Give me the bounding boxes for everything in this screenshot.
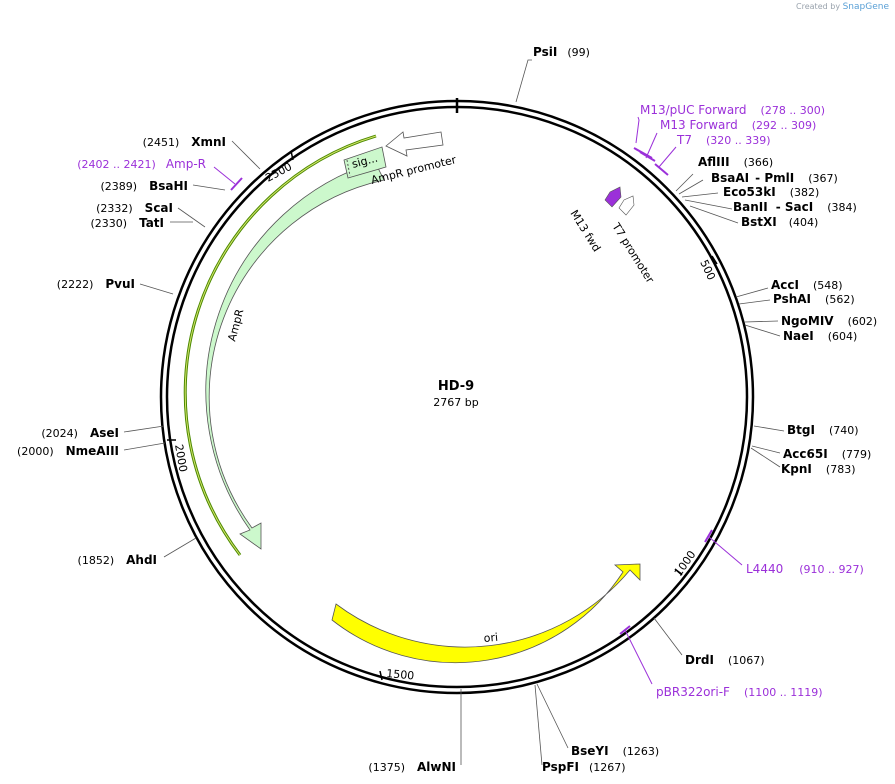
leader-pspfi [534,684,543,766]
leader-kpni [750,447,781,468]
ori-label: ori [483,631,498,645]
primer-label-ampr: (2402 .. 2421)Amp-R [77,157,206,171]
tick-mark-2500 [290,150,294,161]
leader-banii [684,199,733,210]
snapgene-logo: SnapGene [842,2,889,12]
enzyme-label-xmni: (2451)XmnI [143,135,226,149]
enzyme-label-acc65i: Acc65I(779) [783,447,871,461]
tick-label-2000: 2000 [172,443,190,473]
leader-naei [744,324,781,337]
primer-markers [213,116,743,685]
t7-promoter-label: T7 promoter [609,220,657,286]
plasmid-name: HD-9 [437,379,475,394]
t7-promoter-arrow [618,195,635,216]
primer-label-pbr322: pBR322ori-F(1100 .. 1119) [656,685,823,699]
leader-drdi [653,617,683,656]
enzyme-label-ahdi: (1852)AhdI [78,553,157,567]
primer-label-m13puc: M13/pUC Forward(278 .. 300) [640,103,825,117]
enzyme-label-btgi: BtgI(740) [787,423,859,437]
signal-peptide-box [343,146,387,179]
primer-label-t7: T7(320 .. 339) [676,133,771,147]
enzyme-label-bsaai: BsaAI- PmlI(367) [711,171,838,185]
enzyme-label-pvui: (2222)PvuI [57,277,135,291]
enzyme-label-banii: BanII- SacI(384) [733,200,857,214]
enzyme-label-afliii: AflIII(366) [698,155,773,169]
leader-btgi [753,425,785,432]
enzyme-label-tati: (2330)TatI [90,216,164,230]
enzyme-label-pshai: PshAI(562) [773,292,855,306]
enzyme-label-bseyi: BseYI(1263) [571,744,659,758]
leader-asei [123,425,165,433]
enzyme-label-asei: (2024)AseI [41,426,119,440]
primer-bar-t7 [654,163,669,176]
primer-bar-m13 [639,151,656,162]
enzyme-label-eco53ki: Eco53kI(382) [723,185,819,199]
leader-afliii [675,173,694,192]
leader-ahdi [163,537,197,558]
credit-prefix: Created by [796,2,841,11]
leader-scai [177,207,206,228]
primer-leader-l4440 [708,536,743,566]
enzyme-label-psii: PsiI(99) [533,45,590,59]
enzyme-label-ngomiv: NgoMIV(602) [781,314,877,328]
ori-arrow [331,563,641,664]
primer-leader-m13 [645,132,658,159]
leader-acci [735,287,769,298]
ampr-promoter-arrow [385,131,444,157]
amp-r-primer-line-inner [184,135,377,556]
enzyme-label-scai: (2332)ScaI [96,201,173,215]
enzyme-leader-lines [123,59,785,766]
enzyme-label-bsahi: (2389)BsaHI [101,179,188,193]
leader-psii [515,59,532,103]
plasmid-length: 2767 bp [433,396,479,409]
tick-mark-500 [711,255,718,265]
enzyme-label-drdi: DrdI(1067) [685,653,765,667]
enzyme-label-alwni: (1375)AlwNI [368,760,456,774]
primer-label-l4440: L4440(910 .. 927) [746,562,864,576]
snapgene-credit: Created by SnapGene [796,2,889,12]
leader-ngomiv [744,320,779,323]
primer-bar-l4440 [704,529,713,543]
ampr-arrow [205,161,385,550]
tick-mark-1500 [379,670,383,681]
leader-pvui [139,283,174,295]
primer-leader-t7 [658,146,677,168]
enzyme-label-kpni: KpnI(783) [781,462,856,476]
leader-bsahi [192,184,226,191]
tick-label-1500: 1500 [386,667,415,682]
leader-bsaai [678,179,704,195]
m13-fwd-arrow [604,186,622,208]
leader-acc65i [751,445,781,454]
tick-marks: 500 1000 1500 2000 2500 [167,150,718,682]
tick-mark-1000 [674,568,683,576]
primer-label-m13: M13 Forward(292 .. 309) [660,118,816,132]
primer-leader-m13puc [635,116,640,144]
enzyme-label-nmeaiii: (2000)NmeAIII [17,444,119,458]
enzyme-label-pspfi: PspFI(1267) [542,760,626,774]
signal-peptide-divider [346,159,351,177]
primer-bar-ampr [230,177,243,191]
leader-pshai [738,299,771,305]
enzyme-label-naei: NaeI(604) [783,329,857,343]
leader-xmni [231,140,261,170]
leader-eco53ki [681,192,719,198]
m13-fwd-label: M13 fwd [567,208,603,254]
leader-bseyi [536,683,569,749]
leader-bstxi [689,205,739,224]
primer-leader-pbr322 [624,629,653,685]
primer-leader-ampr [213,166,236,185]
leader-nmeaiii [123,442,166,451]
ampr-label: AmpR [225,307,246,342]
enzyme-label-acci: AccI(548) [771,278,843,292]
enzyme-label-bstxi: BstXI(404) [741,215,818,229]
